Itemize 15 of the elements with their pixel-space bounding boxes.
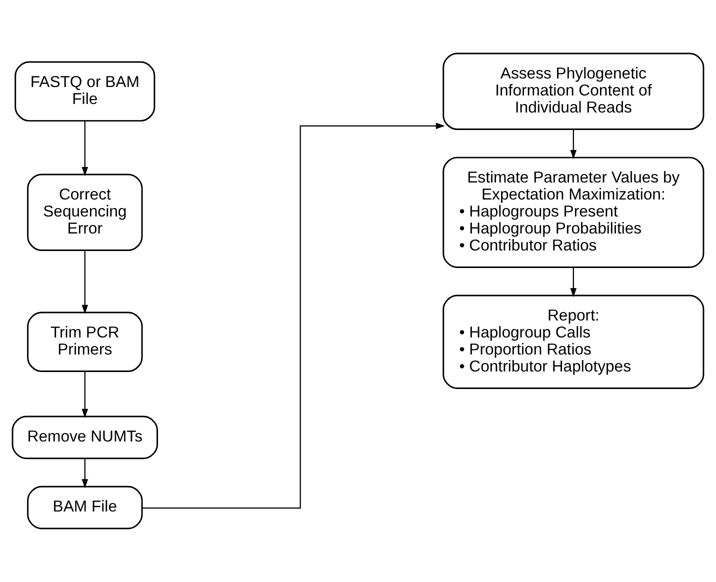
node-box: Remove NUMTs [12, 416, 158, 460]
node-box: Correct Sequencing Error [27, 174, 143, 252]
arrow [82, 458, 88, 488]
arrow [142, 122, 445, 509]
arrow [570, 267, 577, 298]
node-box: Report: • Haplogroup Calls • Proportion Ratios • Contributor Haplotypes [442, 294, 704, 389]
node-box: Trim PCR Primers [27, 312, 143, 372]
arrow [82, 250, 88, 314]
node-box: FASTQ or BAM File [14, 61, 156, 122]
arrow [82, 121, 88, 176]
node-box: Estimate Parameter Values by Expectation Maximization: • Haplogroups Present • Haplogroup Probabilities • Contributor Ratios [442, 156, 704, 268]
node-box: BAM File [27, 486, 143, 530]
node-box: Assess Phylogenetic Information Content of Individual Reads [442, 52, 704, 130]
arrow [82, 372, 88, 418]
arrow [570, 129, 577, 160]
